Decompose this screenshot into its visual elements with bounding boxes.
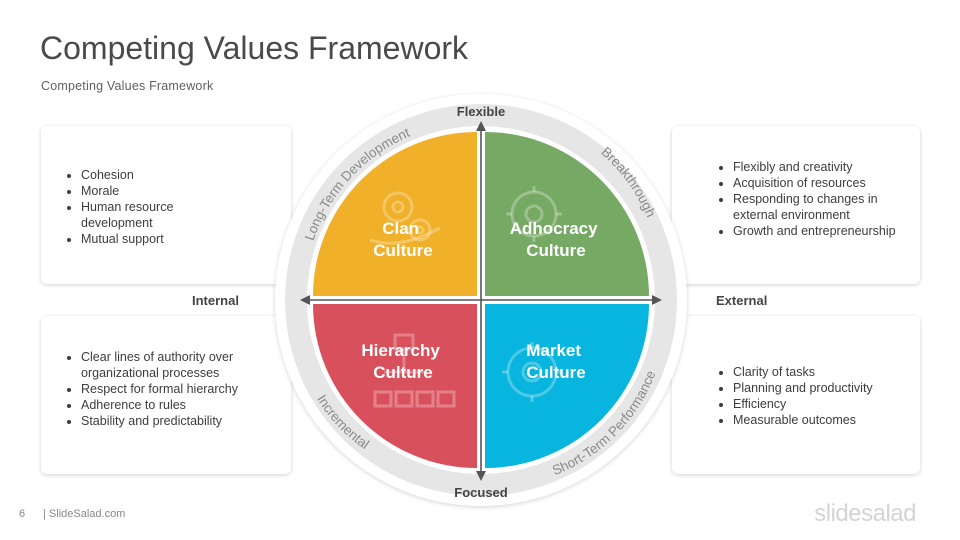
list-item: Efficiency bbox=[733, 396, 913, 412]
axis-label-focused: Focused bbox=[454, 485, 508, 500]
slide-subtitle: Competing Values Framework bbox=[41, 79, 214, 93]
footer-link[interactable]: | SlideSalad.com bbox=[43, 508, 126, 520]
list-item: Mutual support bbox=[81, 231, 231, 247]
list-item: Adherence to rules bbox=[81, 397, 261, 413]
panel-bottom-right: Clarity of tasks Planning and productivi… bbox=[672, 316, 920, 474]
quadrant-market bbox=[485, 304, 649, 468]
list-item: Clear lines of authority over organizati… bbox=[81, 349, 261, 381]
list-item: Flexibly and creativity bbox=[733, 159, 913, 175]
list-item: Stability and predictability bbox=[81, 413, 261, 429]
clan-culture-label-line1: Clan bbox=[382, 219, 419, 238]
arrow-left-icon bbox=[300, 295, 310, 305]
arrow-right-icon bbox=[652, 295, 662, 305]
gear-icon bbox=[506, 186, 562, 242]
list-item: Respect for formal hierarchy bbox=[81, 381, 261, 397]
list-item: Responding to changes in external enviro… bbox=[733, 191, 913, 223]
list-item: Acquisition of resources bbox=[733, 175, 913, 191]
quadrant-hierarchy bbox=[313, 304, 477, 468]
adhocracy-culture-label-line1: Adhocracy bbox=[510, 219, 598, 238]
page-number: 6 bbox=[19, 508, 26, 520]
brand-logo: slidesalad bbox=[814, 500, 916, 527]
axis-label-flexible: Flexible bbox=[457, 104, 505, 119]
gear-icon bbox=[502, 342, 562, 402]
clan-culture-label: Clan Culture bbox=[373, 219, 433, 260]
hierarchy-culture-label-line2: Culture bbox=[373, 363, 433, 382]
arrow-down-icon bbox=[476, 471, 486, 481]
adhocracy-culture-label: Adhocracy Culture bbox=[510, 219, 603, 260]
market-culture-label-line2: Culture bbox=[526, 363, 586, 382]
panel-top-left: Cohesion Morale Human resource developme… bbox=[41, 126, 291, 284]
axis-label-external: External bbox=[716, 293, 768, 308]
axis-label-internal: Internal bbox=[192, 293, 239, 308]
list-item: Clarity of tasks bbox=[733, 364, 913, 380]
list-item: Human resource development bbox=[81, 199, 231, 231]
list-item: Cohesion bbox=[81, 167, 231, 183]
quadrant-adhocracy bbox=[485, 132, 649, 296]
panel-bottom-left: Clear lines of authority over organizati… bbox=[41, 316, 291, 474]
list-item: Planning and productivity bbox=[733, 380, 913, 396]
list-item: Measurable outcomes bbox=[733, 412, 913, 428]
list-item: Growth and entrepreneurship bbox=[733, 223, 913, 239]
market-culture-label: Market Culture bbox=[526, 341, 586, 382]
hierarchy-culture-label: Hierarchy Culture bbox=[361, 341, 444, 382]
quadrant-clan bbox=[313, 132, 477, 296]
panel-top-right: Flexibly and creativity Acquisition of r… bbox=[672, 126, 920, 284]
org-chart-icon bbox=[373, 333, 456, 408]
slide-title: Competing Values Framework bbox=[40, 30, 469, 66]
market-culture-label-line1: Market bbox=[526, 341, 581, 360]
arrow-up-icon bbox=[476, 121, 486, 131]
clan-culture-label-line2: Culture bbox=[373, 241, 433, 260]
list-item: Morale bbox=[81, 183, 231, 199]
adhocracy-culture-label-line2: Culture bbox=[526, 241, 586, 260]
hierarchy-culture-label-line1: Hierarchy bbox=[361, 341, 440, 360]
gears-icon bbox=[369, 191, 441, 245]
